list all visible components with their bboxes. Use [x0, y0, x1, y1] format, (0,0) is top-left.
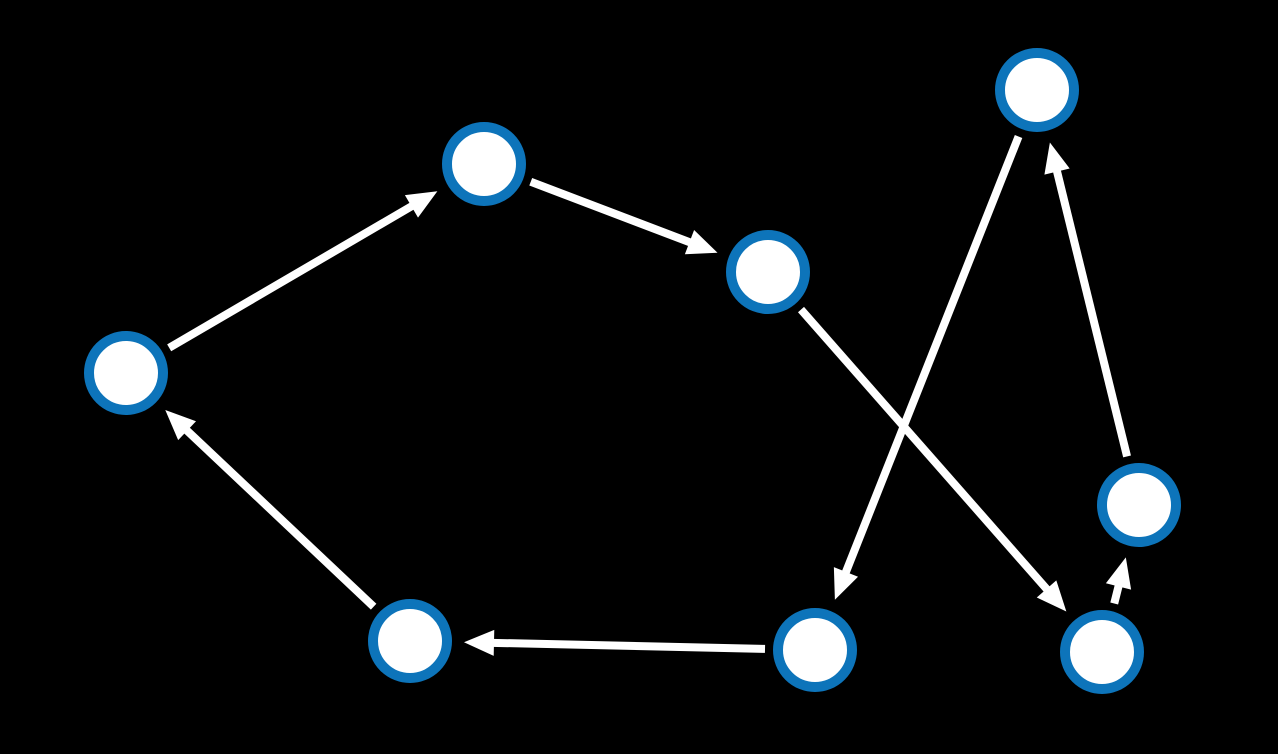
graph-edge-line	[167, 201, 416, 352]
graph-node-top	[442, 122, 526, 206]
arrowhead-icon	[1044, 142, 1070, 175]
graph-node-bottom-middle	[773, 608, 857, 692]
arrowhead-icon	[833, 567, 859, 600]
graph-edge-line	[1110, 583, 1123, 605]
graph-edge-n5-n1	[1044, 142, 1131, 458]
graph-edge-line	[798, 306, 1051, 594]
graph-node-bottom-right	[1060, 610, 1144, 694]
graph-edge-line	[491, 638, 766, 653]
graph-node-upper-middle	[726, 230, 810, 314]
graph-edge-line	[182, 426, 377, 610]
arrowhead-icon	[1105, 557, 1132, 590]
graph-edge-n7-n5	[1105, 557, 1132, 605]
graph-node-top-right	[995, 48, 1079, 132]
arrowhead-icon	[463, 629, 495, 656]
graph-edge-line	[841, 135, 1023, 576]
graph-node-left	[84, 331, 168, 415]
arrowhead-icon	[404, 191, 438, 218]
graph-edge-line	[529, 178, 693, 247]
arrowhead-icon	[165, 410, 197, 441]
graph-edge-n2-n3	[529, 178, 718, 255]
arrowhead-icon	[1036, 580, 1067, 612]
graph-edge-n8-n4	[165, 410, 377, 610]
graph-edge-n3-n7	[798, 306, 1067, 612]
graph-edge-n4-n2	[167, 191, 438, 352]
graph-edge-n6-n8	[463, 629, 766, 656]
graph-node-bottom-left	[368, 599, 452, 683]
graph-node-right	[1097, 463, 1181, 547]
graph-edge-line	[1052, 168, 1131, 458]
graph-edge-n1-n6	[833, 135, 1023, 600]
arrowhead-icon	[684, 229, 718, 255]
